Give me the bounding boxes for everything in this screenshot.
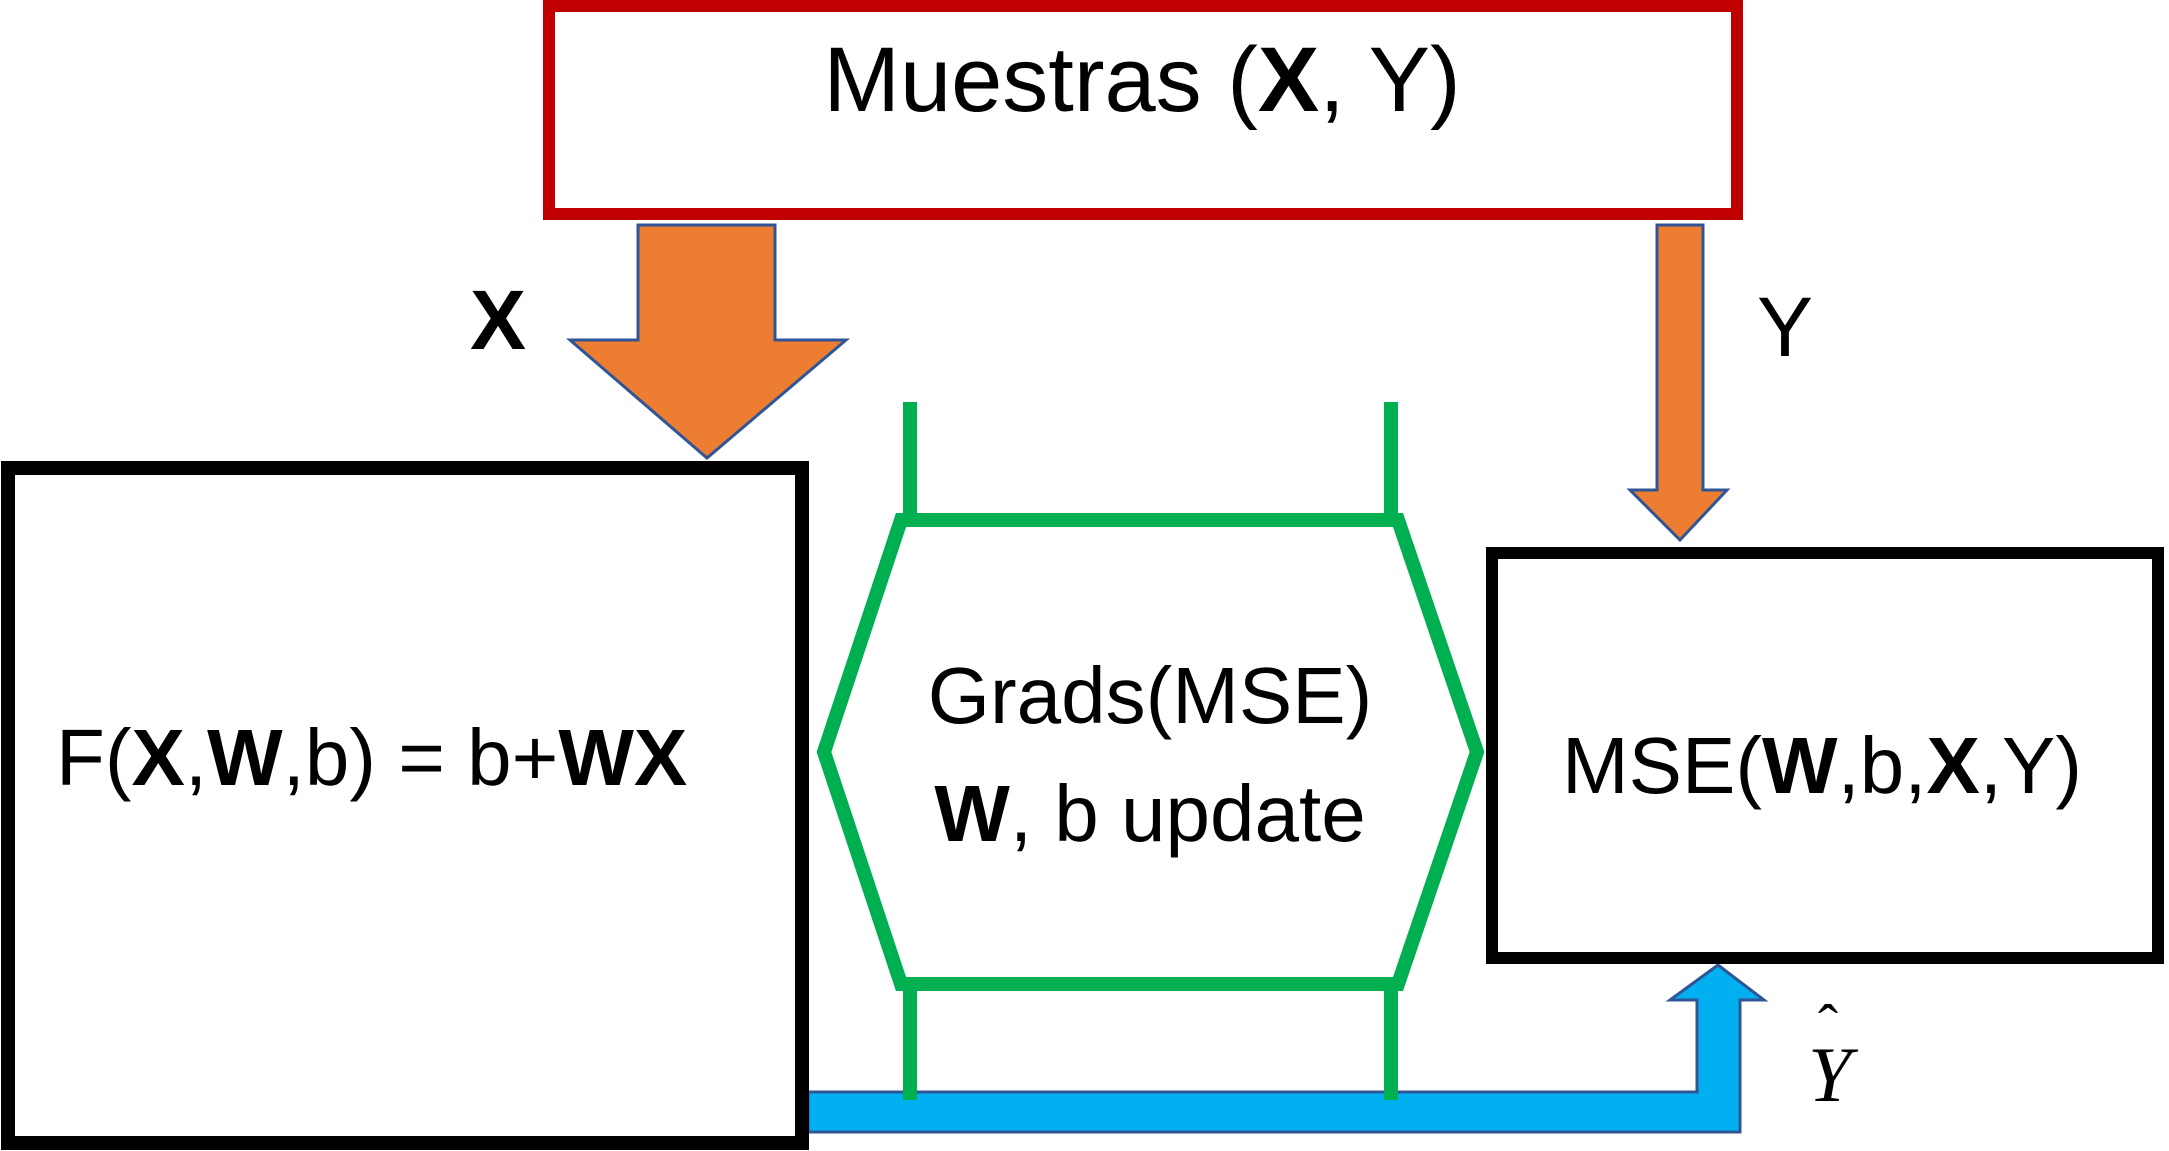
samples-title: Muestras (X, Y) [823,34,1460,126]
grads-line-2: W, b update [934,774,1365,854]
model-wx: WX [558,713,688,802]
mse-w: W [1761,721,1838,810]
model-formula: F(X,W,b) = b+WX [56,718,687,798]
model-x: X [131,713,185,802]
mse-box [1486,547,2164,964]
yhat-label-text: Y [1808,1031,1852,1118]
model-box [1,461,809,1150]
model-sep: , [184,713,208,802]
y-arrow-label-text: Y [1757,280,1814,374]
mse-mid: ,b, [1837,721,1927,810]
mse-close: ,Y) [1979,721,2083,810]
grads-line-2-rest: , b update [1009,769,1366,858]
prediction-arrow [806,963,1769,1134]
grads-w: W [934,769,1010,858]
mse-formula: MSE(W,b,X,Y) [1562,726,2082,806]
x-arrow-label: X [470,278,526,362]
mse-x: X [1926,721,1980,810]
samples-box [543,0,1743,220]
grads-line-1-text: Grads(MSE) [927,651,1373,740]
model-rest: ,b) = b+ [282,713,559,802]
yhat-hat-icon: ˆ [1818,993,1838,1059]
model-f-open: F( [56,713,132,802]
y-input-arrow [1626,223,1731,543]
samples-prefix: Muestras ( [823,29,1258,131]
grads-line-1: Grads(MSE) [928,656,1373,736]
grads-hexagon [816,513,1485,991]
grads-update-block [816,402,1485,1100]
x-arrow-label-text: X [470,273,527,367]
yhat-label: ˆ Y [1808,996,1851,1114]
samples-suffix: , Y) [1319,29,1461,131]
x-input-arrow [565,223,851,460]
y-arrow-label: Y [1757,285,1813,369]
samples-x: X [1257,29,1320,131]
model-w: W [207,713,283,802]
mse-open: MSE( [1561,721,1762,810]
